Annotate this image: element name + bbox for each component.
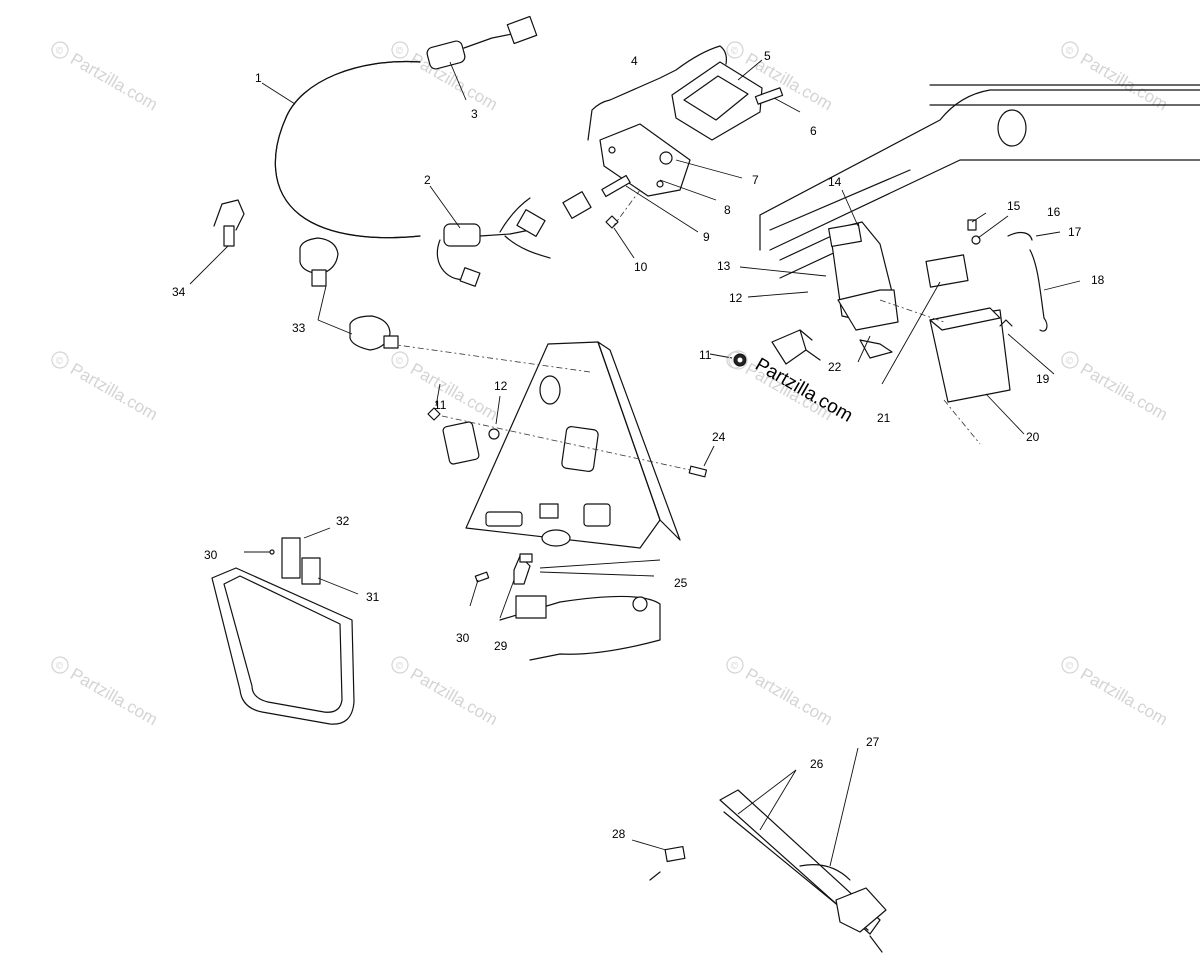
watermark-copyright-circle <box>51 351 69 369</box>
callout-24: 24 <box>712 430 726 444</box>
watermark-copyright-circle <box>726 656 744 674</box>
callout-12: 12 <box>494 379 508 393</box>
callout-1: 1 <box>255 71 262 85</box>
latch-section <box>631 747 887 953</box>
watermark: ©Partzilla.com <box>51 656 161 729</box>
watermark: ©Partzilla.com <box>1061 351 1171 424</box>
callout-27: 27 <box>866 735 880 749</box>
watermark-copyright-circle <box>726 41 744 59</box>
callout-30: 30 <box>456 631 470 645</box>
watermark-text: Partzilla.com <box>67 49 161 114</box>
callout-22: 22 <box>828 360 842 374</box>
watermark-copyright-circle <box>51 41 69 59</box>
callout-9: 9 <box>703 230 710 244</box>
tail-light-assembly <box>562 45 801 259</box>
watermark: ©Partzilla.com <box>1061 656 1171 729</box>
callout-16: 16 <box>1047 205 1061 219</box>
watermark: ©Partzilla.com <box>51 41 161 114</box>
watermark-text: Partzilla.com <box>407 664 501 729</box>
callout-3: 3 <box>471 107 478 121</box>
callout-29: 29 <box>494 639 508 653</box>
watermark-copyright-circle <box>1061 41 1079 59</box>
callout-25: 25 <box>674 576 688 590</box>
callout-11: 11 <box>699 348 712 362</box>
callout-28: 28 <box>612 827 626 841</box>
watermark-text: Partzilla.com <box>1077 359 1171 424</box>
callout-2: 2 <box>424 173 431 187</box>
callout-31: 31 <box>366 590 380 604</box>
callout-26: 26 <box>810 757 824 771</box>
callout-7: 7 <box>752 173 759 187</box>
watermark-text: Partzilla.com <box>407 359 501 424</box>
callout-20: 20 <box>1026 430 1040 444</box>
rear-panel-section <box>389 341 715 661</box>
callout-10: 10 <box>634 260 648 274</box>
callout-4: 4 <box>631 54 638 68</box>
watermark-text: Partzilla.com <box>742 664 836 729</box>
wiring-harness <box>261 15 551 287</box>
watermark-copyright-circle <box>1061 351 1079 369</box>
watermark: ©Partzilla.com <box>1061 41 1171 114</box>
callout-11: 11 <box>434 398 447 412</box>
callout-6: 6 <box>810 124 817 138</box>
callout-14: 14 <box>828 175 842 189</box>
callout-32: 32 <box>336 514 350 528</box>
mud-flap-section <box>211 527 359 725</box>
watermark-copyright-circle <box>391 351 409 369</box>
callout-17: 17 <box>1068 225 1082 239</box>
callout-34: 34 <box>172 285 186 299</box>
watermark: ©Partzilla.com <box>391 656 501 729</box>
callout-15: 15 <box>1007 199 1021 213</box>
watermark: ©Partzilla.com <box>391 351 501 424</box>
watermark-text: Partzilla.com <box>67 664 161 729</box>
callout-12: 12 <box>729 291 743 305</box>
frame-battery-section <box>709 84 1200 445</box>
watermark: ©Partzilla.com <box>726 656 836 729</box>
watermark-copyright-circle <box>51 656 69 674</box>
callout-5: 5 <box>764 49 771 63</box>
watermark-copyright-circle <box>391 656 409 674</box>
watermark: ©Partzilla.com <box>51 351 161 424</box>
callout-13: 13 <box>717 259 731 273</box>
callout-8: 8 <box>724 203 731 217</box>
watermark-text: Partzilla.com <box>1077 664 1171 729</box>
callout-19: 19 <box>1036 372 1050 386</box>
callout-30: 30 <box>204 548 218 562</box>
callout-21: 21 <box>877 411 891 425</box>
watermark-text: Partzilla.com <box>67 359 161 424</box>
callout-18: 18 <box>1091 273 1105 287</box>
watermark-copyright-circle <box>1061 656 1079 674</box>
watermark-copyright-circle <box>391 41 409 59</box>
callout-33: 33 <box>292 321 306 335</box>
clamps-section <box>189 199 399 351</box>
